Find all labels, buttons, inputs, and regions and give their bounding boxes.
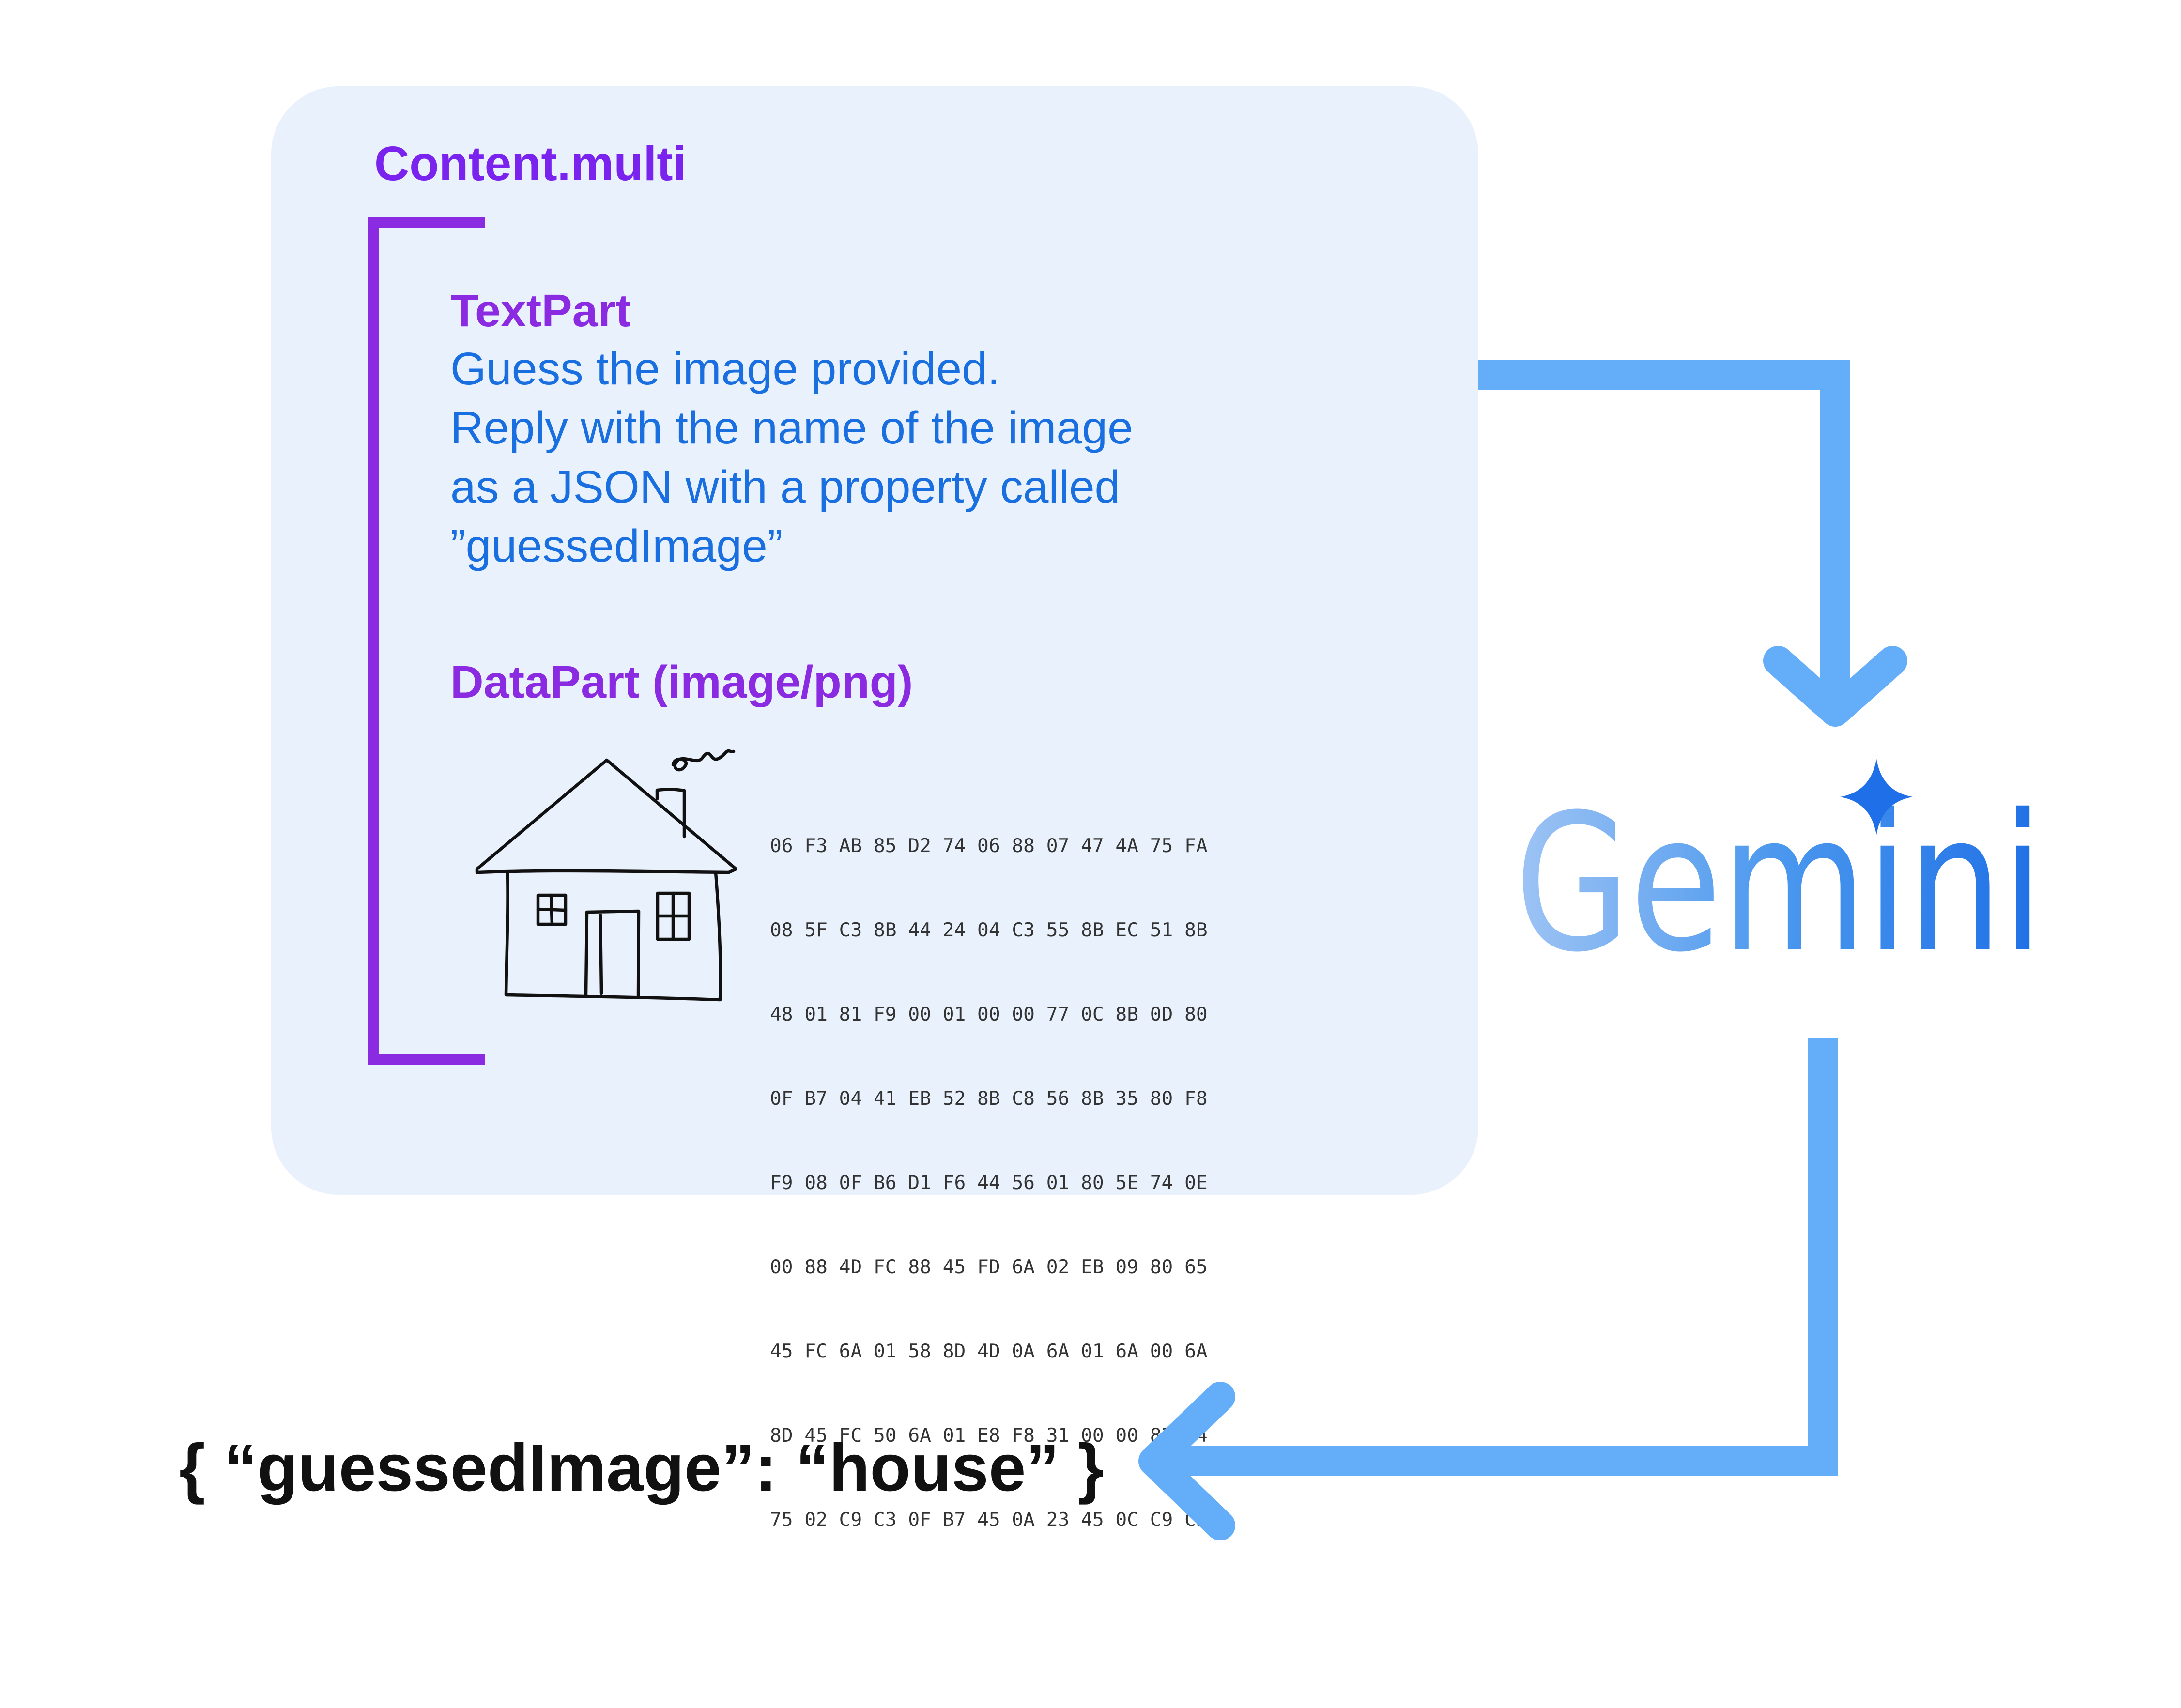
hex-line: 00 88 4D FC 88 45 FD 6A 02 EB 09 80 65 [770, 1256, 1208, 1278]
hex-line: 0F B7 04 41 EB 52 8B C8 56 8B 35 80 F8 [770, 1087, 1208, 1110]
hex-line: 48 01 81 F9 00 01 00 00 77 0C 8B 0D 80 [770, 1003, 1208, 1025]
prompt-line-4: ”guessedImage” [450, 520, 783, 572]
request-card [271, 86, 1478, 1195]
hex-dump: 06 F3 AB 85 D2 74 06 88 07 47 4A 75 FA 0… [770, 776, 1208, 1562]
prompt-line-2: Reply with the name of the image [450, 402, 1133, 454]
arrow-to-gemini [1478, 360, 1907, 727]
hex-line: F9 08 0F B6 D1 F6 44 56 01 80 5E 74 0E [770, 1172, 1208, 1194]
content-title: Content.multi [374, 137, 687, 191]
sparkle-icon [1840, 759, 1913, 835]
json-result: { “guessedImage”: “house” } [179, 1431, 1104, 1505]
hex-line: 75 02 C9 C3 0F B7 45 0A 23 45 0C C9 C3 [770, 1509, 1208, 1531]
hex-line: 06 F3 AB 85 D2 74 06 88 07 47 4A 75 FA [770, 835, 1208, 857]
hex-line: 08 5F C3 8B 44 24 04 C3 55 8B EC 51 8B [770, 919, 1208, 941]
house-sketch [475, 749, 738, 1002]
datapart-heading: DataPart (image/png) [450, 656, 913, 708]
list-bracket [368, 217, 485, 1065]
prompt-line-1: Guess the image provided. [450, 343, 1000, 395]
textpart-heading: TextPart [450, 285, 631, 336]
prompt-line-3: as a JSON with a property called [450, 461, 1121, 513]
arrow-to-result [1138, 1038, 1838, 1540]
hex-line: 45 FC 6A 01 58 8D 4D 0A 6A 01 6A 00 6A [770, 1340, 1208, 1362]
gemini-logo-text: Gemini [1515, 774, 2043, 993]
